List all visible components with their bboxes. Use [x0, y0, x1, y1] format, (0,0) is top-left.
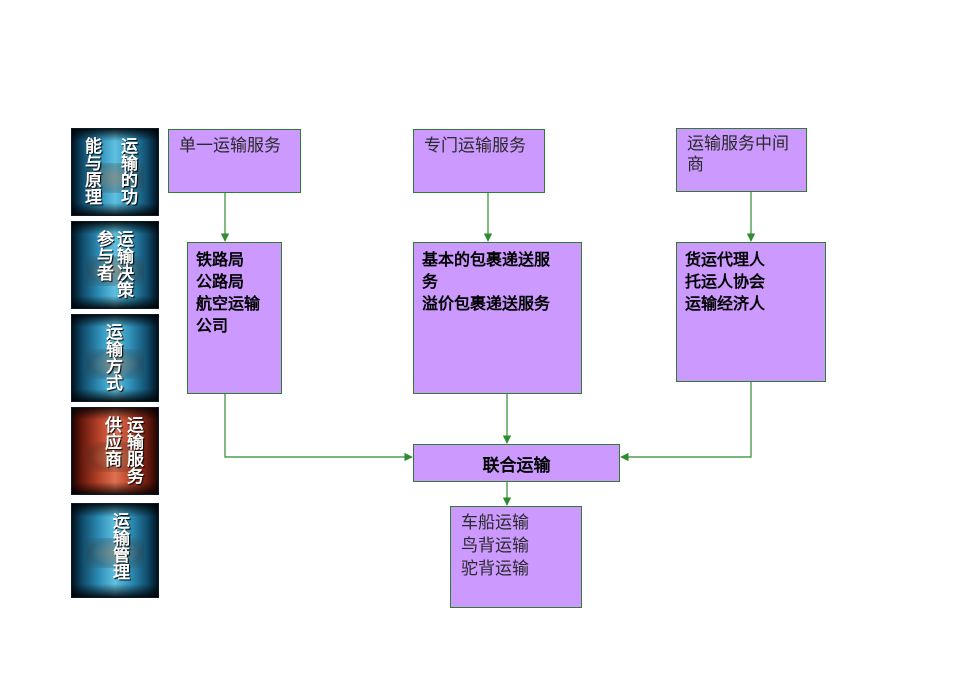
example-line: 务 [422, 272, 439, 291]
intermodal-examples-box: 车船运输 鸟背运输 驼背运输 [450, 506, 582, 608]
nav-item-participants[interactable]: 运输决策 参与者 [71, 221, 159, 309]
nav-label-col: 供应商 [101, 416, 121, 467]
example-line: 驼背运输 [461, 559, 529, 579]
example-line: 公路局 [196, 272, 245, 291]
nav-label-col: 能与原理 [81, 137, 101, 205]
example-line: 基本的包裹递送服 [422, 250, 551, 269]
single-service-examples-box: 铁路局 公路局 航空运输 公司 [187, 242, 282, 394]
nav-label-col: 运输管理 [109, 512, 129, 580]
service-intermediary-line: 商 [687, 155, 704, 175]
nav-label-col: 运输决策 [113, 230, 133, 298]
nav-label-col: 参与者 [93, 230, 113, 281]
service-intermediary-box: 运输服务中间 商 [676, 128, 807, 192]
nav-label-col: 运输服务 [123, 416, 143, 484]
special-transport-service-label: 专门运输服务 [424, 136, 526, 156]
example-line: 铁路局 [196, 250, 245, 269]
example-line: 运输经济人 [685, 294, 766, 313]
example-line: 鸟背运输 [461, 536, 529, 556]
intermediary-examples-box: 货运代理人 托运人协会 运输经济人 [676, 242, 826, 382]
intermodal-transport-label: 联合运输 [482, 455, 551, 476]
intermodal-transport-box: 联合运输 [413, 444, 620, 482]
special-transport-service-box: 专门运输服务 [413, 129, 545, 193]
example-line: 溢价包裹递送服务 [422, 294, 551, 313]
example-line: 托运人协会 [685, 272, 766, 291]
service-intermediary-line: 运输服务中间 [687, 134, 789, 154]
special-service-examples-box: 基本的包裹递送服 务 溢价包裹递送服务 [413, 242, 582, 394]
nav-item-management[interactable]: 运输管理 [71, 503, 159, 598]
single-transport-service-box: 单一运输服务 [168, 129, 301, 193]
example-line: 货运代理人 [685, 250, 766, 269]
example-line: 车船运输 [461, 513, 529, 533]
nav-item-suppliers[interactable]: 运输服务 供应商 [71, 407, 159, 495]
arrow-intermediary-to-intermodal [620, 381, 752, 462]
example-line: 航空运输 [196, 294, 261, 313]
nav-item-functions[interactable]: 运输的功 能与原理 [71, 128, 159, 216]
single-transport-service-label: 单一运输服务 [179, 136, 281, 156]
nav-label-col: 运输的功 [117, 137, 137, 205]
arrow-single-to-intermodal [224, 393, 413, 462]
nav-label-col: 运输方式 [102, 323, 122, 391]
example-line: 公司 [196, 316, 229, 335]
nav-item-modes[interactable]: 运输方式 [71, 314, 159, 402]
